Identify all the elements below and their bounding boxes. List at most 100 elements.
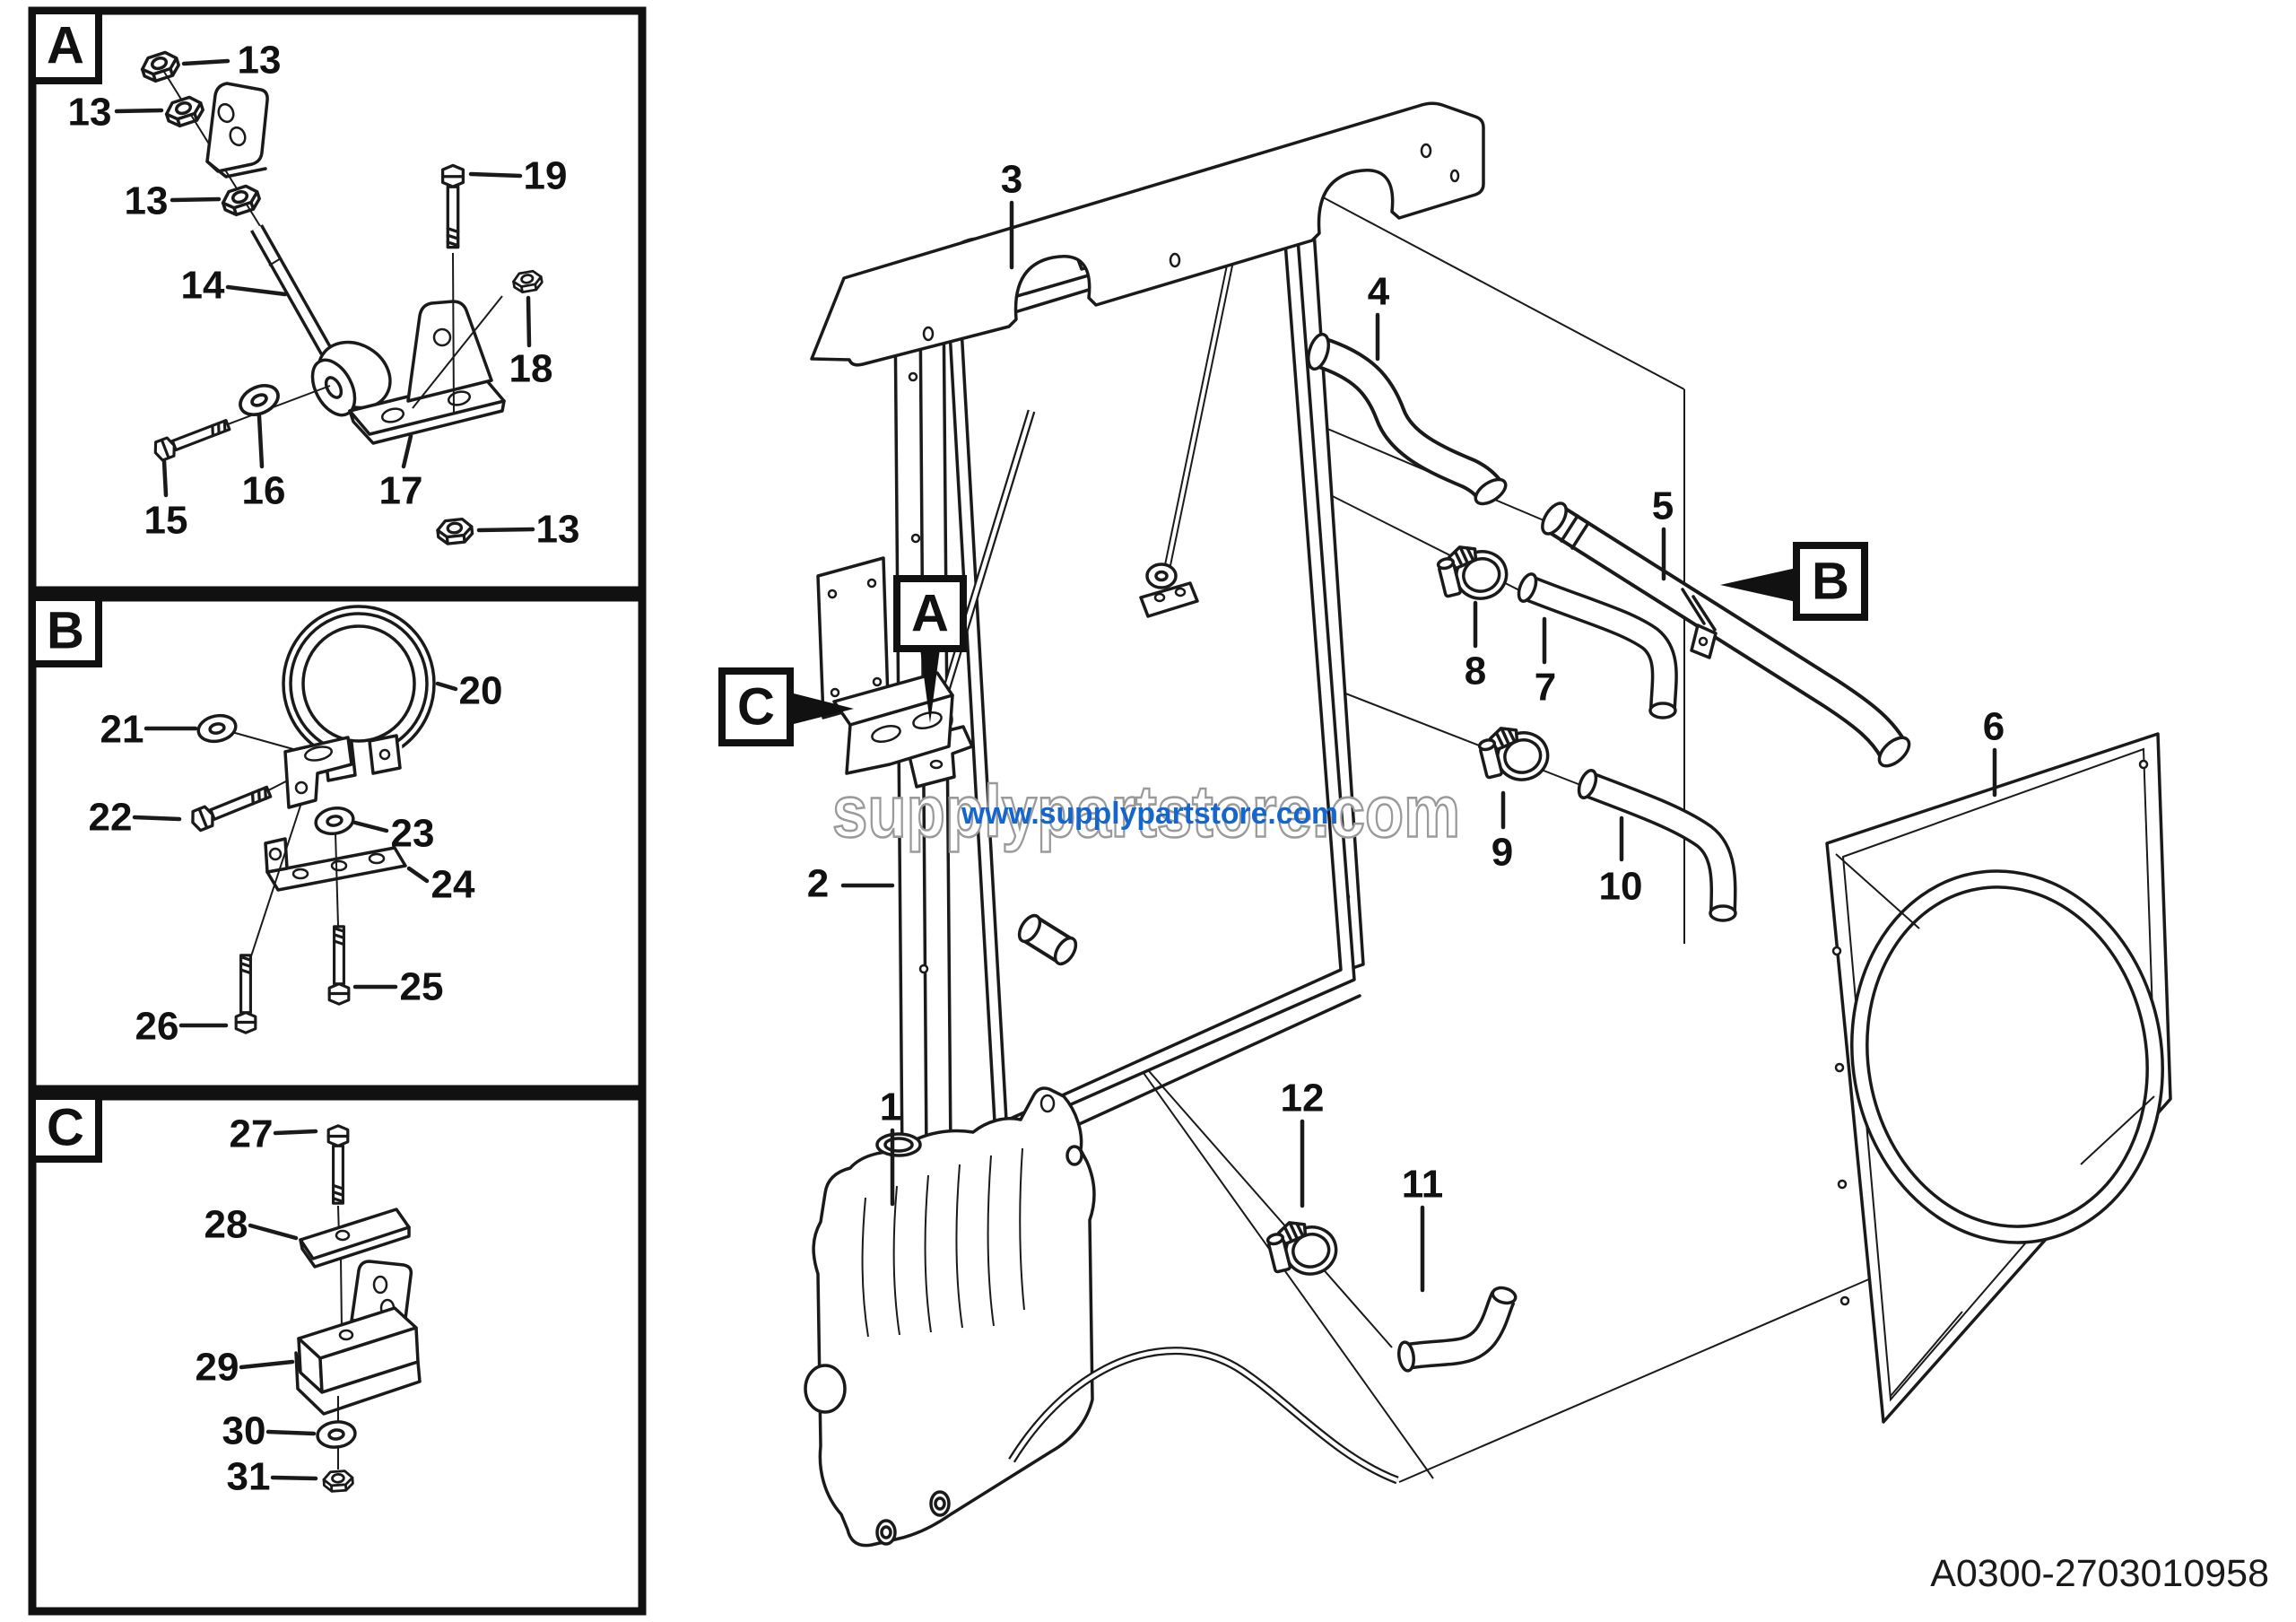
callout-19: 19 bbox=[524, 154, 568, 198]
inset-c-border bbox=[28, 1092, 647, 1616]
rod-icon bbox=[250, 224, 333, 355]
inset-b-border bbox=[28, 593, 647, 1094]
ref-letter-c: C bbox=[737, 678, 775, 737]
washer-icon bbox=[314, 1418, 359, 1451]
hose-clamp-12 bbox=[1263, 1211, 1343, 1285]
callout-20: 20 bbox=[459, 669, 503, 713]
callout-11: 11 bbox=[1402, 1163, 1444, 1207]
assembly-axis-line bbox=[335, 832, 339, 927]
callout-13: 13 bbox=[536, 508, 580, 552]
lower-hose-10 bbox=[1577, 769, 1737, 922]
bolt-icon bbox=[234, 954, 257, 1034]
callout-8: 8 bbox=[1465, 650, 1486, 693]
main-diagram: A B C bbox=[718, 101, 2172, 1548]
bolt-icon bbox=[187, 780, 274, 834]
callout-6: 6 bbox=[1983, 705, 2005, 749]
fan-shroud bbox=[1825, 732, 2172, 1424]
callout-10: 10 bbox=[1599, 865, 1643, 909]
callout-18: 18 bbox=[509, 347, 553, 391]
ref-letter-a: A bbox=[911, 585, 949, 643]
ref-letter-b: B bbox=[1812, 553, 1849, 611]
callout-26: 26 bbox=[135, 1005, 179, 1049]
washer-icon bbox=[234, 378, 284, 423]
inset-a-letter: A bbox=[47, 17, 84, 75]
support-block-icon bbox=[294, 1260, 422, 1416]
inset-c-parts bbox=[294, 1124, 422, 1494]
callout-13: 13 bbox=[125, 179, 169, 223]
inset-panel-c: C bbox=[28, 1092, 647, 1616]
right-rod-bracket bbox=[1139, 234, 1239, 618]
radiator-pipe bbox=[1541, 501, 1911, 768]
ref-box-b: B bbox=[1720, 542, 1868, 621]
callout-24: 24 bbox=[431, 863, 475, 907]
callout-13: 13 bbox=[238, 39, 282, 83]
assembly-axis-line bbox=[248, 802, 302, 963]
callout-27: 27 bbox=[230, 1112, 274, 1156]
nut-icon bbox=[322, 1469, 355, 1494]
inset-b-letter: B bbox=[47, 602, 84, 660]
callout-3: 3 bbox=[1001, 158, 1022, 202]
assembly-axis-line bbox=[340, 1258, 343, 1330]
callout-29: 29 bbox=[196, 1346, 239, 1390]
hose-clamp-9 bbox=[1474, 717, 1554, 790]
inset-a-callouts: 13 13 13 14 15 16 17 18 19 13 bbox=[68, 39, 580, 552]
callout-13: 13 bbox=[68, 91, 112, 135]
callout-12: 12 bbox=[1281, 1077, 1325, 1121]
callout-31: 31 bbox=[227, 1455, 271, 1499]
callout-23: 23 bbox=[391, 812, 435, 856]
callout-14: 14 bbox=[181, 264, 225, 308]
callout-28: 28 bbox=[204, 1203, 248, 1247]
watermark-brand-text: supplypartstore.com bbox=[832, 772, 1460, 853]
nut-icon bbox=[137, 48, 183, 86]
bolt-icon bbox=[327, 925, 351, 1006]
bushing-icon bbox=[310, 340, 392, 417]
callout-15: 15 bbox=[144, 499, 188, 543]
ref-arrow-a bbox=[920, 649, 940, 723]
pipe-clamp bbox=[1681, 588, 1718, 659]
z-bracket-icon bbox=[283, 736, 353, 809]
callout-16: 16 bbox=[242, 469, 286, 513]
inset-c-callouts: 27 28 29 30 31 bbox=[196, 1112, 318, 1499]
callout-2: 2 bbox=[807, 862, 829, 906]
bolt-icon bbox=[326, 1124, 350, 1205]
inset-c-letter: C bbox=[47, 1099, 84, 1157]
callout-30: 30 bbox=[222, 1409, 266, 1453]
nut-icon bbox=[435, 516, 475, 546]
radiator-core bbox=[947, 214, 1361, 1161]
inset-panel-a: A bbox=[28, 6, 647, 595]
radiator-outlet bbox=[1017, 913, 1078, 966]
bracket-icon bbox=[205, 82, 269, 179]
upper-hose bbox=[1307, 332, 1508, 506]
callout-4: 4 bbox=[1368, 270, 1390, 314]
hose-clamp-8 bbox=[1433, 536, 1513, 609]
callout-25: 25 bbox=[400, 965, 444, 1009]
nut-icon bbox=[510, 268, 544, 295]
callout-22: 22 bbox=[89, 796, 133, 840]
top-baffle-plate bbox=[810, 101, 1485, 367]
nut-icon bbox=[218, 181, 264, 220]
inset-b-callouts: 20 21 22 23 24 25 26 bbox=[89, 669, 503, 1049]
inset-panel-b: B bbox=[28, 593, 647, 1094]
assembly-axis-line bbox=[452, 252, 455, 415]
washer-icon bbox=[194, 711, 240, 746]
callout-21: 21 bbox=[100, 708, 144, 752]
assembly-axis-line bbox=[412, 295, 503, 409]
watermark-url-text: www.supplypartstore.com bbox=[961, 797, 1338, 831]
callout-7: 7 bbox=[1535, 666, 1556, 710]
callout-5: 5 bbox=[1652, 484, 1674, 528]
ref-arrow-b bbox=[1720, 568, 1796, 602]
inset-a-label-box bbox=[29, 7, 102, 84]
lower-hose-7 bbox=[1517, 572, 1678, 719]
drawing-number: A0300-2703010958 bbox=[1930, 1552, 2269, 1595]
washer-icon bbox=[312, 803, 357, 839]
bolt-icon bbox=[150, 414, 233, 464]
inset-a-border bbox=[28, 6, 647, 595]
watermark: supplypartstore.com www.supplypartstore.… bbox=[831, 770, 1462, 854]
overflow-hose-11 bbox=[1397, 1286, 1518, 1373]
inset-c-label-box bbox=[29, 1093, 102, 1163]
callout-1: 1 bbox=[880, 1086, 901, 1129]
inset-a-parts bbox=[137, 48, 544, 546]
bracket-17-icon bbox=[348, 300, 506, 445]
plate-28-icon bbox=[299, 1208, 411, 1269]
